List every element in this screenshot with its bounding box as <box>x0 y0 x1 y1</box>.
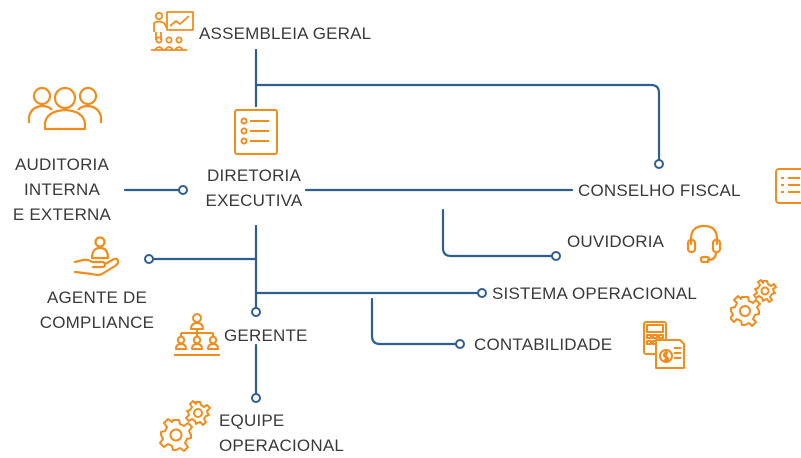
auditoria-line2: INTERNA <box>23 180 101 199</box>
equipe-operacional-label: EQUIPE OPERACIONAL <box>219 408 344 458</box>
gears-icon <box>159 398 213 452</box>
node-dot <box>654 159 664 169</box>
equipe-line2: OPERACIONAL <box>219 436 345 455</box>
assembleia-geral-label: ASSEMBLEIA GERAL <box>199 24 372 43</box>
people-group-icon <box>27 85 103 133</box>
node-dot <box>178 185 188 195</box>
node-dot <box>251 307 261 317</box>
agente-line1: AGENTE DE <box>46 288 148 307</box>
connector-assembleia-conselho <box>254 83 661 162</box>
diretoria-line1: DIRETORIA <box>206 166 302 185</box>
contabilidade-label: CONTABILIDADE <box>474 335 613 354</box>
agente-line2: COMPLIANCE <box>39 313 155 332</box>
connector-ouvidoria <box>441 208 554 258</box>
auditoria-line1: AUDITORIA <box>14 155 110 174</box>
org-hierarchy-icon <box>173 312 221 358</box>
calculator-invoice-icon <box>642 320 688 370</box>
hand-person-icon <box>72 236 122 278</box>
sistema-operacional-label: SISTEMA OPERACIONAL <box>492 284 698 303</box>
agente-compliance-label: AGENTE DE COMPLIANCE <box>27 285 167 335</box>
node-dot <box>477 288 487 298</box>
node-dot <box>455 339 465 349</box>
document-list-icon <box>774 167 801 205</box>
equipe-line1: EQUIPE <box>219 411 285 430</box>
presentation-board-icon <box>147 10 195 52</box>
auditoria-label: AUDITORIA INTERNA E EXTERNA <box>2 152 122 227</box>
node-dot <box>251 393 261 403</box>
headset-icon <box>686 222 722 266</box>
connector-contabilidade <box>370 297 458 346</box>
node-dot <box>551 251 561 261</box>
auditoria-line3: E EXTERNA <box>12 205 112 224</box>
node-dot <box>144 254 154 264</box>
ouvidoria-label: OUVIDORIA <box>567 232 665 251</box>
gerente-label: GERENTE <box>224 326 308 345</box>
conselho-fiscal-label: CONSELHO FISCAL <box>578 181 741 200</box>
checklist-document-icon <box>233 108 279 156</box>
diretoria-executiva-label: DIRETORIA EXECUTIVA <box>193 163 315 213</box>
gears-icon <box>730 278 778 328</box>
diretoria-line2: EXECUTIVA <box>205 191 303 210</box>
